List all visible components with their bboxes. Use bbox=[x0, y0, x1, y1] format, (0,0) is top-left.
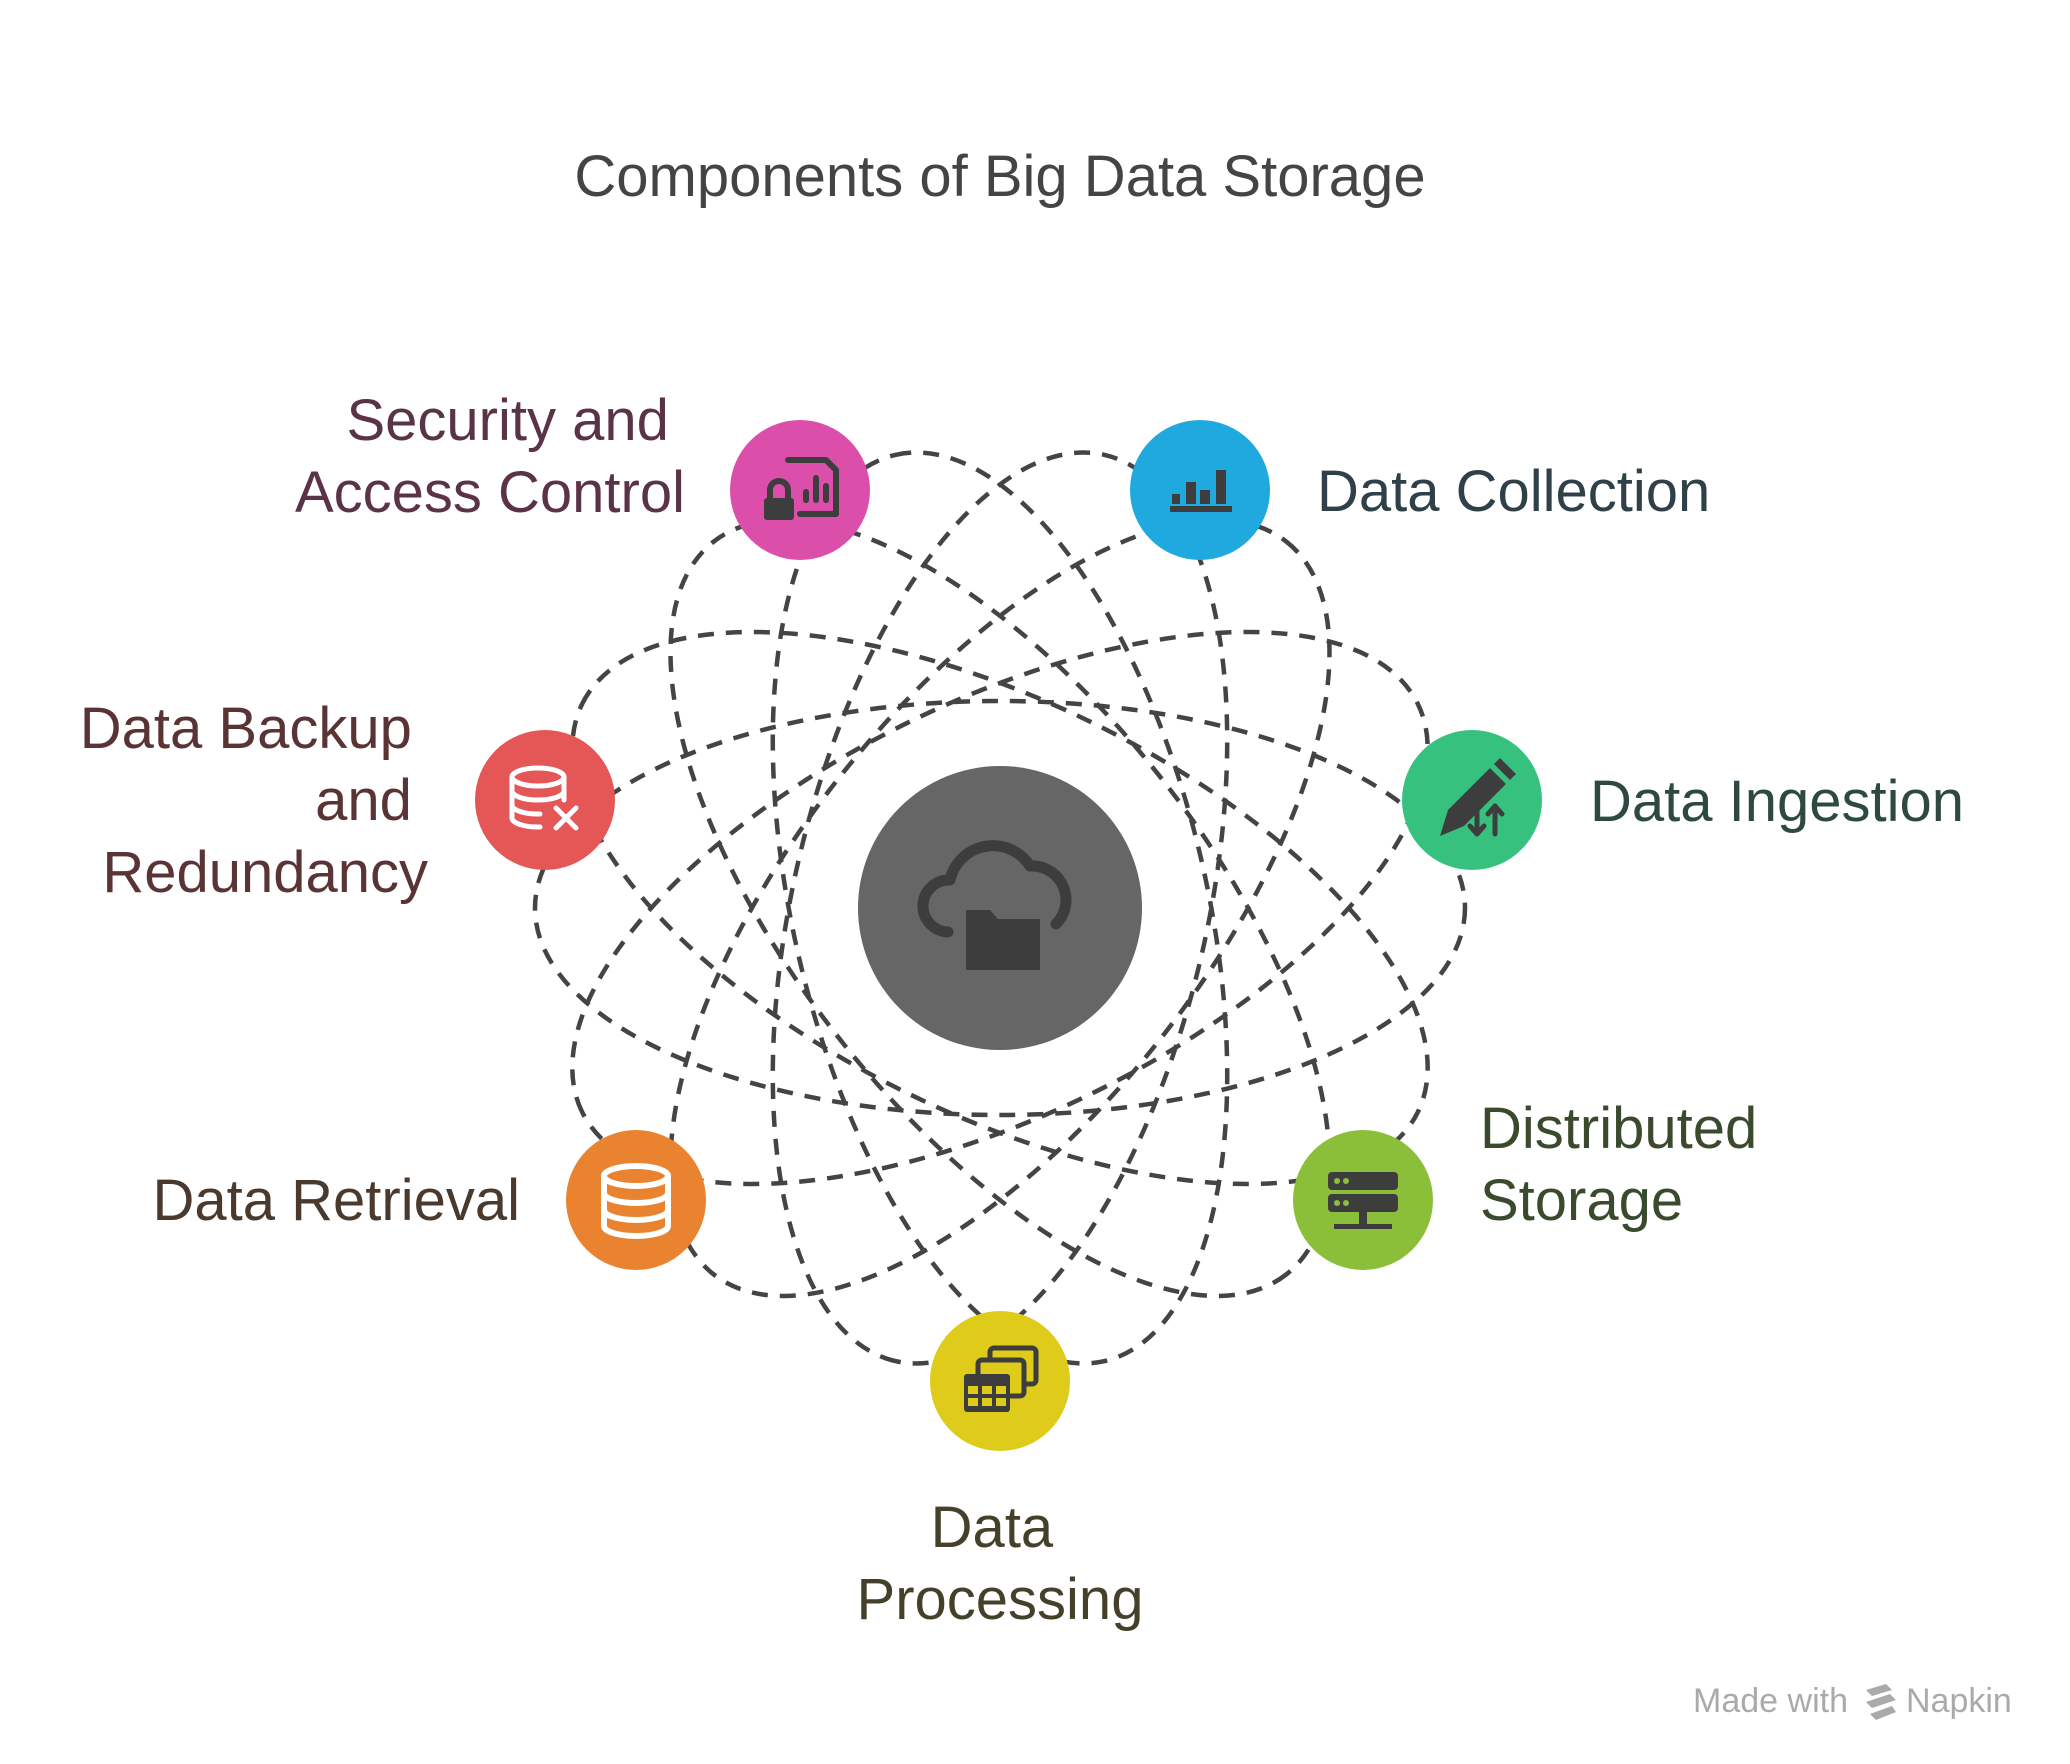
napkin-attribution: Made with Napkin bbox=[1693, 1682, 2012, 1720]
center-hub-circle bbox=[858, 766, 1142, 1050]
center-hub bbox=[858, 766, 1142, 1050]
made-with-text: Made with bbox=[1693, 1682, 1848, 1720]
component-distributed: Distributed Storage bbox=[1293, 1096, 1773, 1270]
security-label-line-1: Security and bbox=[346, 388, 668, 453]
backup-label-line-3: Redundancy bbox=[102, 840, 428, 905]
pen-transfer-icon bbox=[1440, 758, 1516, 837]
collection-label: Data Collection bbox=[1317, 459, 1710, 524]
orbit-ellipse bbox=[668, 517, 1332, 1299]
security-label-line-2: Access Control bbox=[295, 460, 685, 525]
distributed-label-line-2: Storage bbox=[1480, 1168, 1683, 1233]
backup-label-line-1: Data Backup bbox=[80, 696, 412, 761]
processing-label: Data Processing bbox=[857, 1495, 1144, 1632]
napkin-logo-icon bbox=[1866, 1684, 1896, 1720]
orbit-ellipse bbox=[668, 517, 1332, 1299]
component-retrieval: Data Retrieval bbox=[153, 1130, 706, 1270]
component-collection: Data Collection bbox=[1130, 420, 1710, 560]
bar-chart-icon bbox=[1170, 470, 1232, 512]
cloud-folder-icon bbox=[917, 840, 1072, 970]
retrieval-label: Data Retrieval bbox=[153, 1168, 520, 1233]
diagram-title: Components of Big Data Storage bbox=[574, 144, 1425, 209]
database-remove-icon bbox=[509, 765, 579, 831]
component-security: Security and Access Control bbox=[295, 388, 870, 560]
security-label: Security and Access Control bbox=[295, 388, 685, 525]
ingestion-label-line-1: Data Ingestion bbox=[1590, 769, 1964, 834]
security-node[interactable] bbox=[730, 420, 870, 560]
orbit-ellipse bbox=[532, 698, 1468, 1118]
processing-label-line-2: Processing bbox=[857, 1567, 1144, 1632]
orbit-ellipse bbox=[570, 629, 1430, 1187]
component-backup: Data Backup and Redundancy bbox=[80, 696, 615, 905]
orbit-ellipse bbox=[570, 629, 1430, 1187]
distributed-label: Distributed Storage bbox=[1480, 1096, 1773, 1233]
component-processing: Data Processing bbox=[857, 1311, 1144, 1632]
retrieval-label-line-1: Data Retrieval bbox=[153, 1168, 520, 1233]
backup-label: Data Backup and Redundancy bbox=[80, 696, 428, 905]
orbit-rings bbox=[532, 450, 1468, 1366]
lock-document-chart-icon bbox=[764, 457, 839, 520]
collection-label-line-1: Data Collection bbox=[1317, 459, 1710, 524]
orbit-ellipse bbox=[770, 450, 1230, 1366]
distributed-label-line-1: Distributed bbox=[1480, 1096, 1757, 1161]
database-icon bbox=[601, 1163, 671, 1239]
processing-label-line-1: Data bbox=[931, 1495, 1054, 1560]
server-rack-icon bbox=[1328, 1172, 1398, 1229]
ingestion-label: Data Ingestion bbox=[1590, 769, 1964, 834]
napkin-brand-text: Napkin bbox=[1906, 1682, 2012, 1720]
stacked-tables-icon bbox=[964, 1345, 1039, 1412]
component-ingestion: Data Ingestion bbox=[1402, 730, 1964, 870]
orbit-ellipse bbox=[770, 450, 1230, 1366]
backup-label-line-2: and bbox=[315, 768, 412, 833]
